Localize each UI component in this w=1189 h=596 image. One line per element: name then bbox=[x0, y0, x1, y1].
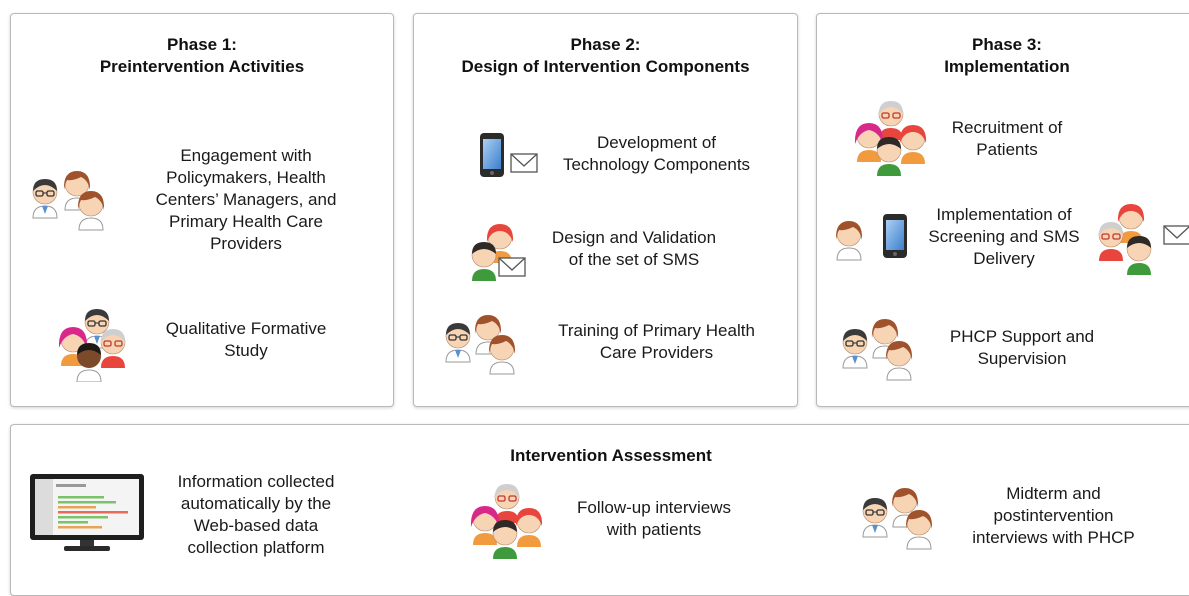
group-of-people-icon bbox=[851, 96, 931, 178]
people-with-envelope-icon bbox=[466, 219, 532, 287]
engagement-text: Engagement with Policymakers, Health Cen… bbox=[155, 146, 337, 253]
recruitment-text: Recruitment of Patients bbox=[951, 118, 1063, 159]
qualitative-study-text: Qualitative Formative Study bbox=[165, 319, 327, 360]
phase-1-panel: Phase 1: Preintervention Activities Enga… bbox=[10, 13, 394, 407]
phase-2-title-line2: Design of Intervention Components bbox=[461, 57, 750, 76]
group-of-people-icon bbox=[857, 483, 947, 553]
web-platform-text: Information collected automatically by t… bbox=[177, 472, 335, 557]
training-text: Training of Primary Health Care Provider… bbox=[558, 321, 755, 362]
phase-2-title: Phase 2: Design of Intervention Componen… bbox=[414, 34, 797, 78]
phase-1-title: Phase 1: Preintervention Activities bbox=[11, 34, 393, 78]
phase-3-title-line1: Phase 3: bbox=[972, 35, 1042, 54]
group-of-people-icon bbox=[440, 310, 530, 380]
phone-and-envelope-icon bbox=[1093, 199, 1189, 277]
group-of-people-icon bbox=[27, 164, 117, 234]
assessment-panel: Intervention Assessment Information coll… bbox=[10, 424, 1189, 596]
screening-sms-text: Implementation of Screening and SMS Deli… bbox=[928, 205, 1080, 268]
phase-1-title-line1: Phase 1: bbox=[167, 35, 237, 54]
sms-design-text: Design and Validation of the set of SMS bbox=[551, 228, 717, 269]
nurse-and-phone-icon bbox=[827, 212, 917, 266]
group-of-people-icon bbox=[467, 479, 547, 561]
phase-2-title-line1: Phase 2: bbox=[570, 35, 641, 54]
phase-1-title-line2: Preintervention Activities bbox=[99, 57, 305, 76]
phase-3-title-line2: Implementation bbox=[944, 57, 1070, 76]
follow-up-interviews-text: Follow-up interviews with patients bbox=[577, 498, 731, 539]
phase-3-title: Phase 3: Implementation bbox=[817, 34, 1189, 78]
phcp-interviews-text: Midterm and postintervention interviews … bbox=[972, 484, 1135, 547]
phone-icon bbox=[476, 130, 542, 180]
group-of-people-icon bbox=[837, 314, 927, 384]
technology-components-text: Development of Technology Components bbox=[562, 133, 751, 174]
monitor-icon bbox=[28, 472, 146, 554]
group-of-people-icon bbox=[55, 302, 135, 382]
phase-2-panel: Phase 2: Design of Intervention Componen… bbox=[413, 13, 798, 407]
phcp-support-text: PHCP Support and Supervision bbox=[949, 327, 1095, 368]
assessment-title: Intervention Assessment bbox=[510, 446, 712, 465]
phase-3-panel: Phase 3: Implementation Recruitment of P… bbox=[816, 13, 1189, 407]
